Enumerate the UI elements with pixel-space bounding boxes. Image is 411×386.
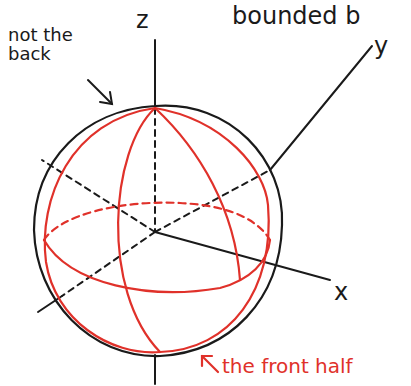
- note-text: not the back: [8, 26, 88, 64]
- y-axis: [270, 46, 372, 170]
- front-half-curve: [45, 108, 269, 352]
- axis-label: x: [334, 280, 348, 305]
- sphere-outline: [34, 106, 282, 356]
- heading-text: bounded b: [232, 4, 360, 29]
- arrow-head: [100, 92, 112, 104]
- front-half-curve: [118, 108, 160, 352]
- equator-back: [44, 203, 270, 240]
- leader-arrow: [88, 80, 112, 104]
- note-text: the front half: [222, 356, 353, 377]
- neg-axis: [62, 232, 155, 296]
- front-half-curve: [155, 108, 240, 280]
- axis-label: y: [374, 34, 388, 59]
- z-axis: [154, 40, 156, 108]
- axis-label: z: [136, 8, 149, 33]
- front-half-curve: [155, 108, 268, 205]
- z-axis: [154, 355, 156, 384]
- arrow-head: [202, 356, 212, 366]
- x-axis: [155, 232, 330, 280]
- neg-x-axis: [42, 160, 155, 232]
- leader-arrow: [202, 356, 218, 372]
- z-axis-hidden: [154, 108, 156, 232]
